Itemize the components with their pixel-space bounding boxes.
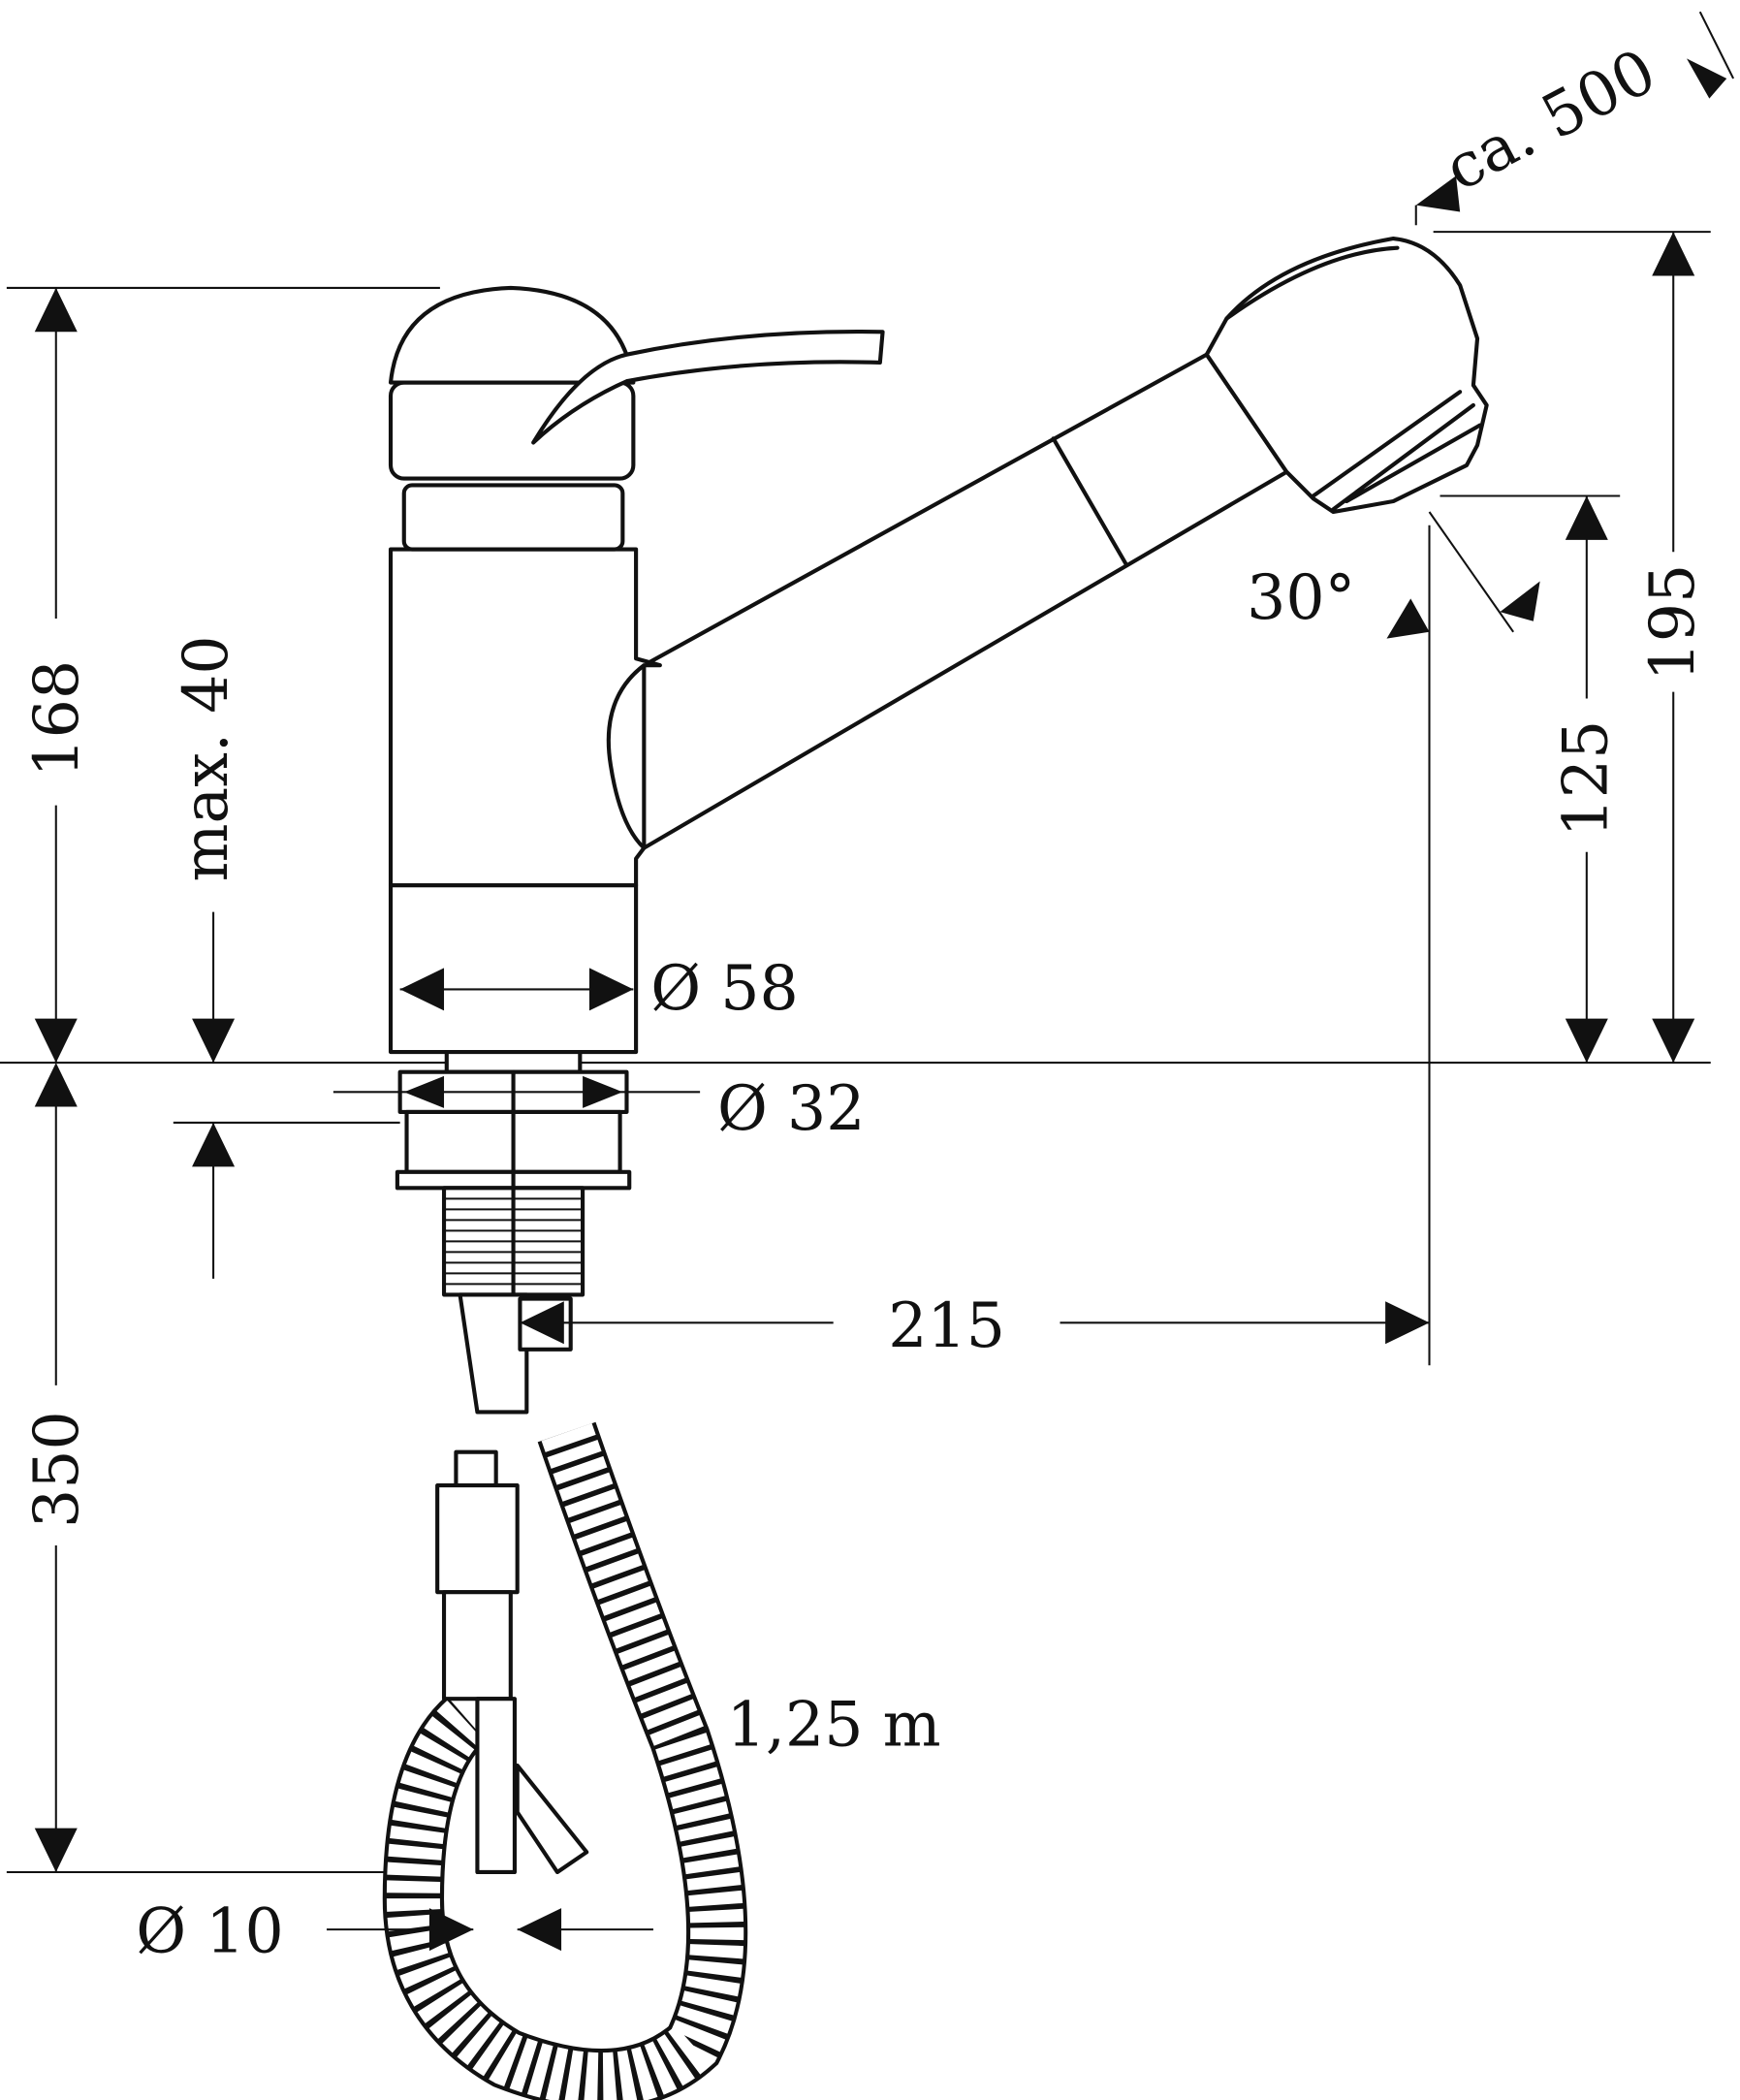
- hose-end-angled: [515, 1763, 589, 1875]
- label-spout-reach: 215: [888, 1289, 1005, 1361]
- label-outlet-height: 125: [1549, 720, 1621, 838]
- spray-head-nozzle: [1311, 390, 1482, 512]
- arrow-icon: [34, 1063, 78, 1107]
- spray-head: [1204, 236, 1489, 515]
- label-hose-diameter: Ø 10: [136, 1895, 283, 1967]
- hose-corrugation: [386, 1423, 744, 2100]
- arrow-icon: [588, 968, 634, 1011]
- arrow-icon: [1652, 232, 1695, 276]
- lever-handle: [531, 329, 885, 445]
- arrow-icon: [403, 1075, 445, 1108]
- spray-head-ridge: [1224, 245, 1400, 321]
- arrow-icon: [1415, 175, 1461, 212]
- arrow-icon: [1565, 1018, 1608, 1064]
- arrow-icon: [520, 1301, 564, 1345]
- arrow-icon: [34, 287, 78, 333]
- supply-pipe: [458, 1292, 529, 1415]
- dimension-lines: [34, 11, 1735, 1952]
- arrow-icon: [1565, 495, 1608, 540]
- hose-sleeve: [441, 1590, 513, 1702]
- collar: [401, 483, 625, 552]
- spout: [642, 352, 1289, 850]
- hose-coupling: [435, 1483, 520, 1595]
- label-max-counter: max. 40: [170, 635, 241, 881]
- arrow-icon: [1500, 581, 1540, 621]
- label-spout-height: 195: [1636, 564, 1708, 682]
- arrow-icon: [34, 1828, 78, 1872]
- arrow-icon: [1386, 598, 1430, 639]
- arrow-icon: [517, 1908, 562, 1952]
- faucet-base: [388, 883, 639, 1055]
- label-base-diameter: Ø 58: [650, 952, 798, 1024]
- faucet: [388, 236, 1489, 1055]
- label-hose-length: 1,25 m: [727, 1688, 941, 1760]
- label-pullout-length: ca. 500: [1433, 35, 1666, 205]
- label-spray-angle: 30°: [1247, 561, 1355, 633]
- mount-ring: [444, 1050, 583, 1074]
- mounting-assembly: [395, 1050, 632, 1415]
- arrow-icon: [428, 1908, 474, 1952]
- arrow-icon: [1686, 58, 1727, 99]
- cap-dome: [388, 285, 636, 385]
- extension-lines: [0, 231, 1711, 1874]
- arrow-icon: [399, 968, 445, 1011]
- angle-line: [1428, 511, 1515, 633]
- label-height-total: 168: [20, 660, 92, 778]
- arrow-icon: [34, 1018, 78, 1064]
- arrow-icon: [583, 1075, 623, 1108]
- pullout-hose: [382, 1421, 748, 2100]
- hose-end-tube: [475, 1697, 517, 1875]
- label-below-counter: 350: [20, 1411, 92, 1528]
- arrow-icon: [192, 1122, 236, 1167]
- arrow-icon: [1652, 1018, 1695, 1064]
- faucet-body: [388, 547, 662, 888]
- label-hole-diameter: Ø 32: [717, 1072, 865, 1144]
- arrow-icon: [192, 1018, 236, 1064]
- spout-joint: [1051, 436, 1129, 568]
- arrow-icon: [1385, 1301, 1430, 1345]
